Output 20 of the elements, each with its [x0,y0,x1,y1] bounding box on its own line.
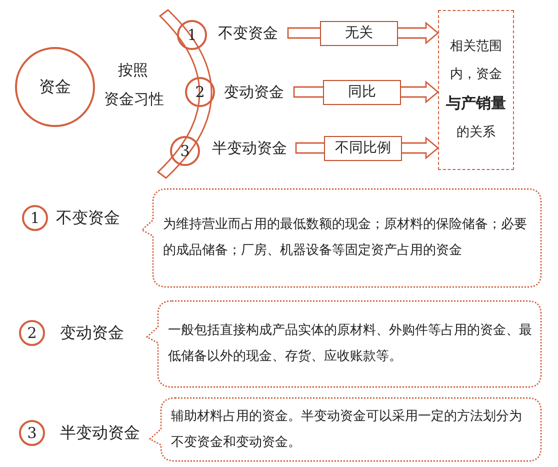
callout-bubble: 辅助材料占用的资金。半变动资金可以采用一定的方法划分为不变资金和变动资金。 [149,397,542,462]
category-circle: 资金 [15,47,95,127]
category-label: 不变资金 [56,207,126,229]
category-label: 半变动资金 [60,422,144,444]
edge-label: 不同比例 [324,136,402,160]
edge-label: 无关 [320,20,398,46]
category-label: 变动资金 [224,81,290,103]
number-circle: 2 [19,320,45,346]
number-circle: 3 [19,420,45,446]
edge-label: 同比 [323,80,401,104]
category-label: 变动资金 [60,322,130,344]
category-label: 不变资金 [218,22,284,44]
grouping-label: 资金习性 [104,90,164,109]
category-label: 半变动资金 [212,137,292,159]
relation-box: 相关范围内，资金与产销量的关系 [438,10,514,170]
callout-bubble: 为维持营业而占用的最低数额的现金；原材料的保险储备；必要的成品储备；厂房、机器设备等固定资产占用的资金 [141,188,542,288]
callout-bubble: 一般包括直接构成产品实体的原材料、外购件等占用的资金、最低储备以外的现金、存货、应收账款等。 [146,300,542,388]
number-circle: 3 [170,136,200,166]
number-circle: 1 [22,205,48,231]
grouping-label: 按照 [118,61,148,80]
